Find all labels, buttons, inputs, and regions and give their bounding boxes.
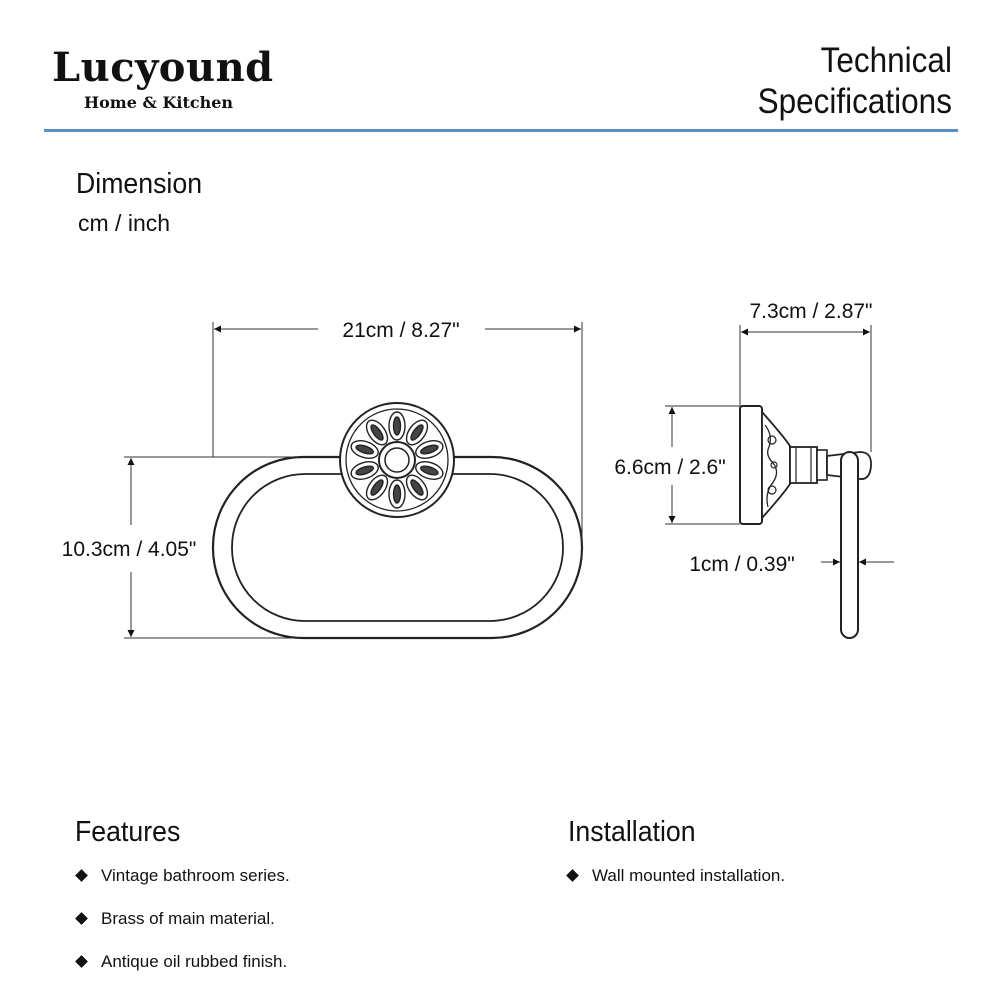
feature-text: Antique oil rubbed finish. — [101, 952, 288, 971]
diamond-bullet-icon — [566, 869, 579, 882]
base-height-dimension — [665, 405, 740, 525]
rosette-petal — [415, 461, 444, 480]
page-title: Technical Specifications — [758, 40, 952, 122]
features-title: Features — [75, 816, 181, 848]
title-line-1: Technical — [820, 41, 952, 80]
header-divider — [44, 129, 958, 132]
installation-item: Wall mounted installation. — [566, 866, 785, 909]
rosette-mount — [339, 402, 455, 518]
rosette-petal — [365, 474, 389, 501]
depth-dimension — [739, 325, 872, 452]
features-list: Vintage bathroom series. Brass of main m… — [75, 866, 290, 995]
rosette-petal — [388, 479, 406, 509]
rosette-petal — [388, 411, 406, 441]
base-height-label: 6.6cm / 2.6" — [614, 456, 725, 479]
installation-text: Wall mounted installation. — [592, 866, 786, 885]
thickness-label: 1cm / 0.39" — [689, 553, 795, 576]
rosette-petal — [350, 440, 379, 459]
depth-label: 7.3cm / 2.87" — [749, 300, 872, 323]
width-dimension — [212, 322, 583, 560]
rosette-petal — [365, 419, 389, 446]
rosette-petal — [405, 474, 429, 501]
feature-text: Vintage bathroom series. — [101, 866, 290, 885]
title-line-2: Specifications — [757, 82, 952, 121]
side-ring-bar — [840, 451, 859, 639]
side-collar — [789, 446, 818, 484]
feature-item: Vintage bathroom series. — [75, 866, 290, 909]
installation-title: Installation — [568, 816, 696, 848]
rosette-petal — [415, 440, 444, 459]
installation-list: Wall mounted installation. — [566, 866, 785, 909]
side-wall-plate — [739, 405, 763, 525]
dimension-title: Dimension — [76, 168, 203, 200]
side-collar-ring — [816, 449, 828, 481]
brand-name: Lucyound — [52, 44, 274, 91]
side-ornament — [761, 409, 791, 521]
rosette-petals — [350, 411, 444, 509]
rosette-petal — [405, 419, 429, 446]
height-label: 10.3cm / 4.05" — [62, 538, 197, 561]
dimension-units: cm / inch — [78, 210, 171, 236]
side-view — [739, 405, 872, 639]
feature-item: Brass of main material. — [75, 909, 290, 952]
width-label: 21cm / 8.27" — [342, 319, 459, 342]
diamond-bullet-icon — [75, 912, 88, 925]
diamond-bullet-icon — [75, 955, 88, 968]
rosette-petal — [350, 461, 379, 480]
height-dimension — [124, 456, 300, 639]
feature-item: Antique oil rubbed finish. — [75, 952, 290, 995]
feature-text: Brass of main material. — [101, 909, 275, 928]
brand-subtitle: Home & Kitchen — [84, 93, 234, 112]
diamond-bullet-icon — [75, 869, 88, 882]
